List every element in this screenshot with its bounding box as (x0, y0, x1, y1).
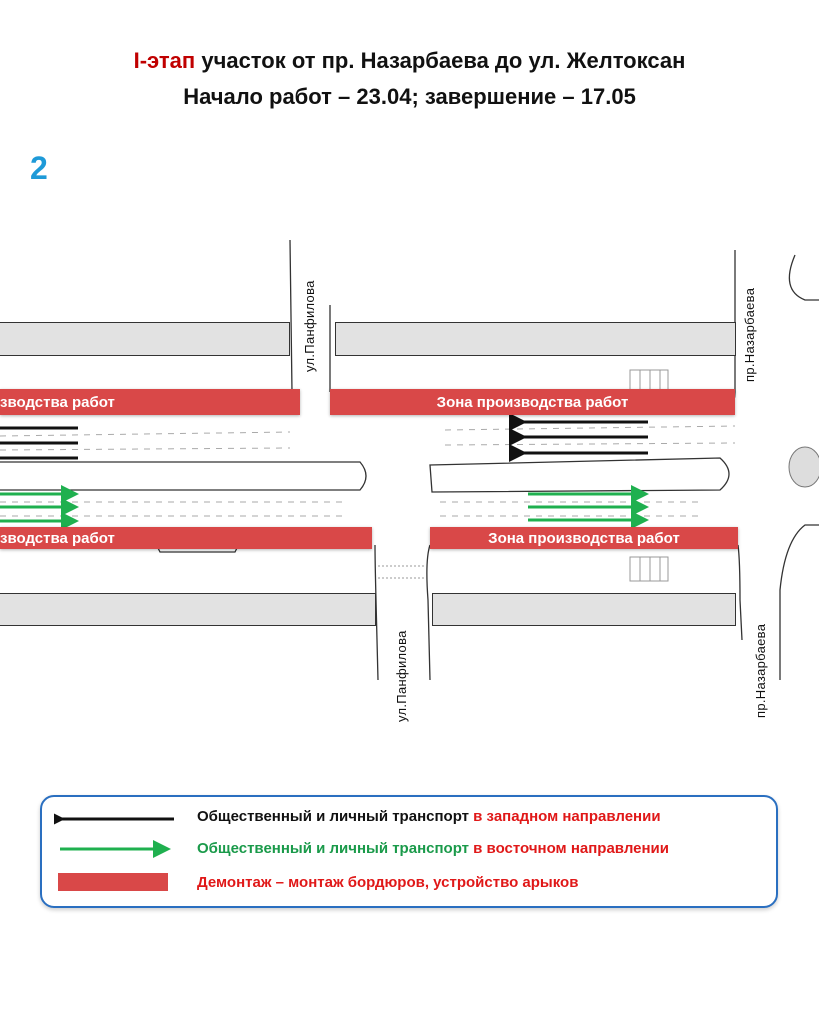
work-zone-top-right: Зона производства работ (330, 389, 735, 415)
legend-item-west: Общественный и личный транспорт в западн… (197, 808, 661, 825)
work-zone-bottom-left: зводства работ (0, 527, 372, 549)
title-line-1: I-этап участок от пр. Назарбаева до ул. … (0, 48, 819, 74)
east-arrows (0, 485, 649, 530)
crosswalks (378, 369, 669, 582)
work-zone-top-left: зводства работ (0, 389, 300, 415)
building-block-bottom-left (0, 593, 376, 626)
legend-text: Общественный и личный транспорт (197, 840, 474, 857)
legend-direction: в восточном направлении (473, 840, 669, 857)
building-block-top-right (335, 322, 736, 356)
legend-text: Общественный и личный транспорт (197, 808, 474, 825)
legend-direction: в западном направлении (473, 808, 661, 825)
street-label-nazarbaeva-bottom: пр.Назарбаева (753, 623, 768, 718)
legend-text: Демонтаж – монтаж бордюров, устройство а… (197, 874, 579, 891)
building-block-bottom-right (432, 593, 736, 626)
stage-label: I-этап (133, 48, 196, 73)
work-zone-swatch (58, 873, 168, 891)
roundabout-island (788, 446, 819, 488)
legend-item-works: Демонтаж – монтаж бордюров, устройство а… (197, 874, 578, 891)
street-label-nazarbaeva-top: пр.Назарбаева (742, 287, 757, 382)
work-zone-label: Зона производства работ (488, 529, 680, 547)
street-label-panfilova-bottom: ул.Панфилова (394, 630, 409, 722)
street-label-panfilova-top: ул.Панфилова (302, 280, 317, 372)
work-zone-bottom-right: Зона производства работ (430, 527, 738, 549)
work-zone-label: зводства работ (0, 529, 115, 547)
lane-markings (0, 425, 736, 517)
west-arrows (0, 413, 648, 462)
work-dates: Начало работ – 23.04; завершение – 17.05 (183, 84, 636, 109)
legend: Общественный и личный транспорт в западн… (40, 795, 778, 908)
legend-symbols (54, 811, 174, 891)
section-title: участок от пр. Назарбаева до ул. Желтокс… (195, 48, 686, 73)
building-block-top-left (0, 322, 290, 356)
page-number: 2 (30, 150, 48, 186)
work-zone-label: Зона производства работ (436, 393, 629, 411)
legend-item-east: Общественный и личный транспорт в восточ… (197, 840, 669, 857)
work-zone-label: зводства работ (0, 393, 115, 411)
